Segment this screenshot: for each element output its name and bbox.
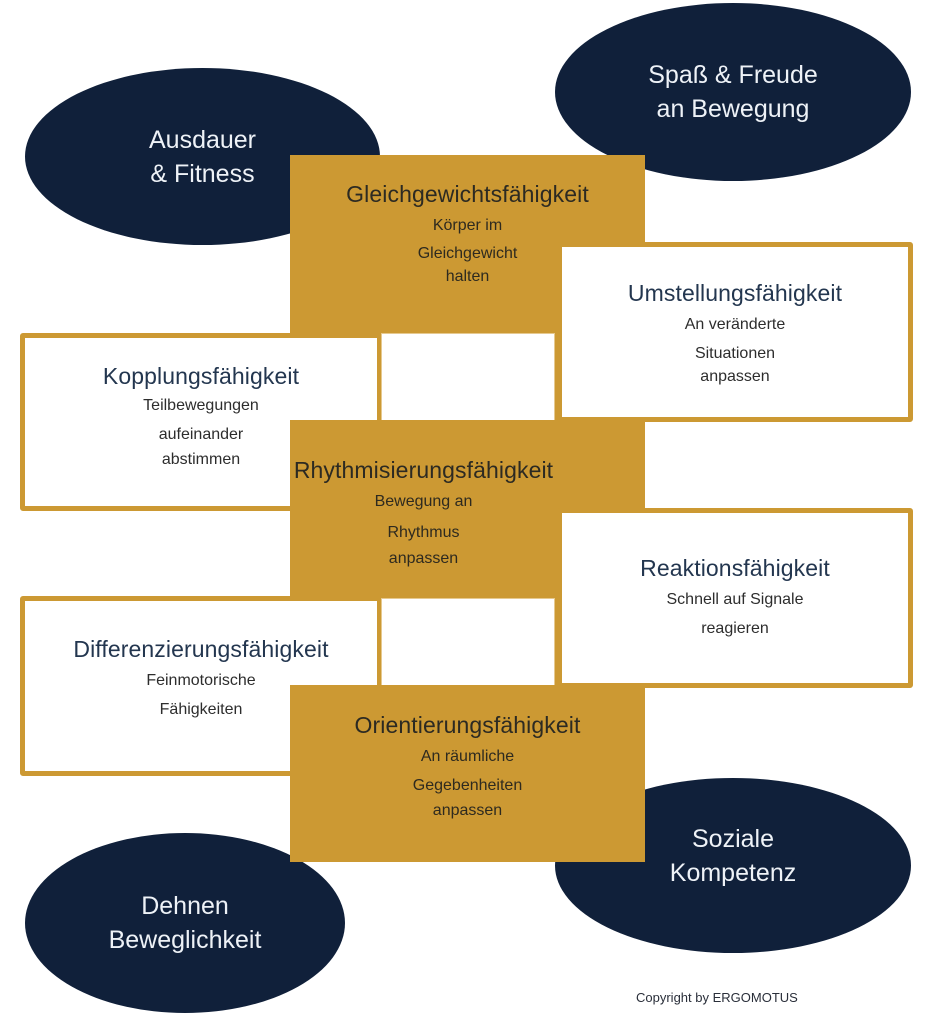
ability-title: Reaktionsfähigkeit — [640, 555, 830, 581]
desc-line: abstimmen — [161, 451, 241, 468]
ability-title: Umstellungsfähigkeit — [627, 280, 843, 306]
ellipse-label-line: & Fitness — [150, 159, 255, 188]
desc-line: Feinmotorische — [146, 672, 256, 689]
ellipse-label-line: an Bewegung — [656, 95, 810, 123]
ellipse-label-line: Spaß & Freude — [648, 61, 818, 89]
ability-description: Körper im Gleichgewicht halten — [418, 211, 518, 286]
ability-description: An veränderte Situationen anpassen — [685, 310, 786, 386]
desc-line: An veränderte — [684, 316, 786, 333]
desc-line: Bewegung an — [374, 492, 473, 510]
desc-line: reagieren — [701, 620, 769, 637]
ellipse-label-line: Kompetenz — [669, 858, 797, 887]
desc-line: Gleichgewicht — [417, 244, 518, 262]
ellipse-label-line: Ausdauer — [148, 125, 257, 154]
ability-description: An räumliche Gegebenheiten anpassen — [413, 742, 522, 821]
desc-line: Schnell auf Signale — [666, 591, 804, 608]
ability-rhythmisierung: Rhythmisierungsfähigkeit Bewegung an Rhy… — [290, 420, 557, 598]
ability-description: Bewegung an Rhythmus anpassen — [375, 487, 473, 568]
ability-title: Kopplungsfähigkeit — [102, 363, 300, 389]
ability-title: Differenzierungsfähigkeit — [73, 636, 329, 662]
ability-description: Feinmotorische Fähigkeiten — [146, 666, 255, 724]
ellipse-label-line: Soziale — [692, 824, 774, 853]
desc-line: anpassen — [700, 368, 770, 385]
ability-title: Orientierungsfähigkeit — [354, 712, 581, 738]
ability-description: Schnell auf Signale reagieren — [667, 585, 804, 643]
ellipse-label-line: Beweglichkeit — [108, 926, 262, 954]
ability-orientierung: Orientierungsfähigkeit An räumliche Gege… — [290, 685, 645, 862]
desc-line: Fähigkeiten — [159, 701, 243, 718]
ellipse-spass-freude: Spaß & Freude an Bewegung — [555, 3, 911, 181]
desc-line: An räumliche — [420, 748, 515, 765]
desc-line: Gegebenheiten — [412, 777, 523, 794]
white-window — [381, 598, 555, 686]
desc-line: aufeinander — [158, 426, 244, 443]
ability-title: Gleichgewichtsfähigkeit — [346, 180, 589, 207]
ability-description: Teilbewegungen aufeinander abstimmen — [143, 393, 259, 469]
ellipse-label-line: Dehnen — [141, 892, 229, 920]
ellipse-dehnen-beweglichkeit: Dehnen Beweglichkeit — [25, 833, 345, 1013]
ability-umstellung: Umstellungsfähigkeit An veränderte Situa… — [557, 242, 913, 422]
desc-line: halten — [445, 267, 490, 285]
white-window — [381, 333, 555, 421]
ability-reaktion: Reaktionsfähigkeit Schnell auf Signale r… — [557, 508, 913, 688]
desc-line: Rhythmus — [387, 523, 460, 541]
desc-line: anpassen — [388, 549, 459, 567]
desc-line: Körper im — [432, 216, 503, 234]
copyright-text: Copyright by ERGOMOTUS — [636, 990, 798, 1005]
desc-line: Situationen — [694, 345, 776, 362]
desc-line: Teilbewegungen — [143, 397, 259, 414]
desc-line: anpassen — [432, 802, 503, 819]
ability-title: Rhythmisierungsfähigkeit — [293, 456, 554, 483]
